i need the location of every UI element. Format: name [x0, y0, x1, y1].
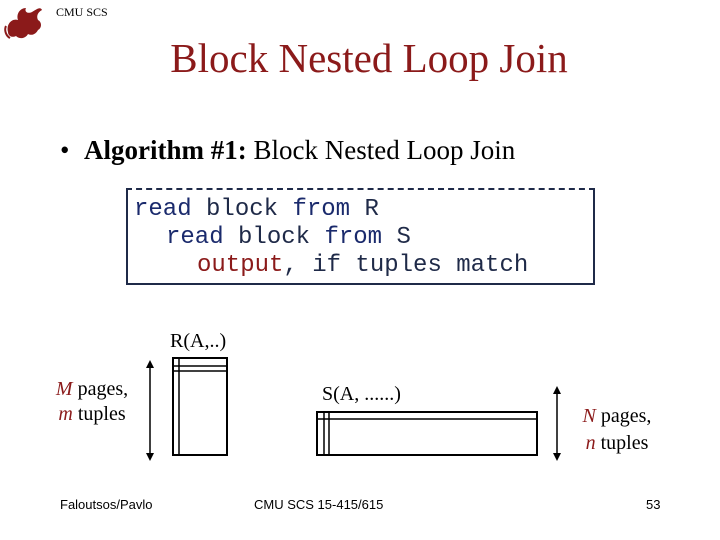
n-var-lower: n [585, 432, 596, 454]
algorithm-bullet: • Algorithm #1: Block Nested Loop Join [60, 135, 515, 166]
code-keyword: from [292, 196, 351, 223]
m-pages-text: pages, [72, 378, 129, 400]
code-keyword: from [324, 224, 383, 251]
m-pages-label: M pages, m tuples [37, 377, 147, 427]
griffin-logo-icon [4, 8, 42, 39]
code-text: S [382, 224, 411, 251]
n-arrow-head-up [553, 386, 561, 394]
n-pages-label: N pages, n tuples [562, 403, 672, 457]
footer-page-number: 53 [646, 497, 661, 512]
code-text: block [223, 224, 325, 251]
n-pages-text: pages, [595, 405, 652, 427]
m-arrow-head-down [146, 453, 154, 461]
bullet-dot: • [60, 135, 70, 165]
r-relation-label: R(A,..) [170, 330, 227, 352]
n-var: N [582, 405, 596, 427]
code-text: , if tuples match [283, 252, 529, 279]
m-var-lower: m [58, 403, 73, 425]
code-text: R [350, 196, 379, 223]
code-text: block [191, 196, 293, 223]
slide-title-text: Block Nested Loop Join [170, 35, 568, 81]
code-line-2: read block from S [166, 224, 411, 251]
s-relation-box [316, 411, 538, 456]
org-label: CMU SCS [56, 5, 108, 19]
bullet-bold-text: Algorithm #1: [84, 135, 247, 165]
code-keyword: read [134, 196, 192, 223]
s-relation-label: S(A, ......) [322, 383, 401, 405]
slide-title: Block Nested Loop Join [0, 34, 720, 82]
m-tuples-text: tuples [72, 403, 126, 425]
footer-course: CMU SCS 15-415/615 [254, 497, 384, 512]
code-line-3: output, if tuples match [197, 252, 528, 279]
n-arrow-head-down [553, 453, 561, 461]
code-keyword: read [166, 224, 224, 251]
bullet-rest-text: Block Nested Loop Join [246, 135, 516, 165]
m-var: M [55, 378, 73, 400]
n-tuples-text: tuples [595, 432, 649, 454]
footer-authors: Faloutsos/Pavlo [60, 497, 153, 512]
m-arrow-head-up [146, 360, 154, 368]
pseudocode-box [126, 188, 595, 285]
code-output-keyword: output [197, 252, 284, 279]
code-line-1: read block from R [134, 196, 379, 223]
r-relation-box [172, 357, 228, 456]
